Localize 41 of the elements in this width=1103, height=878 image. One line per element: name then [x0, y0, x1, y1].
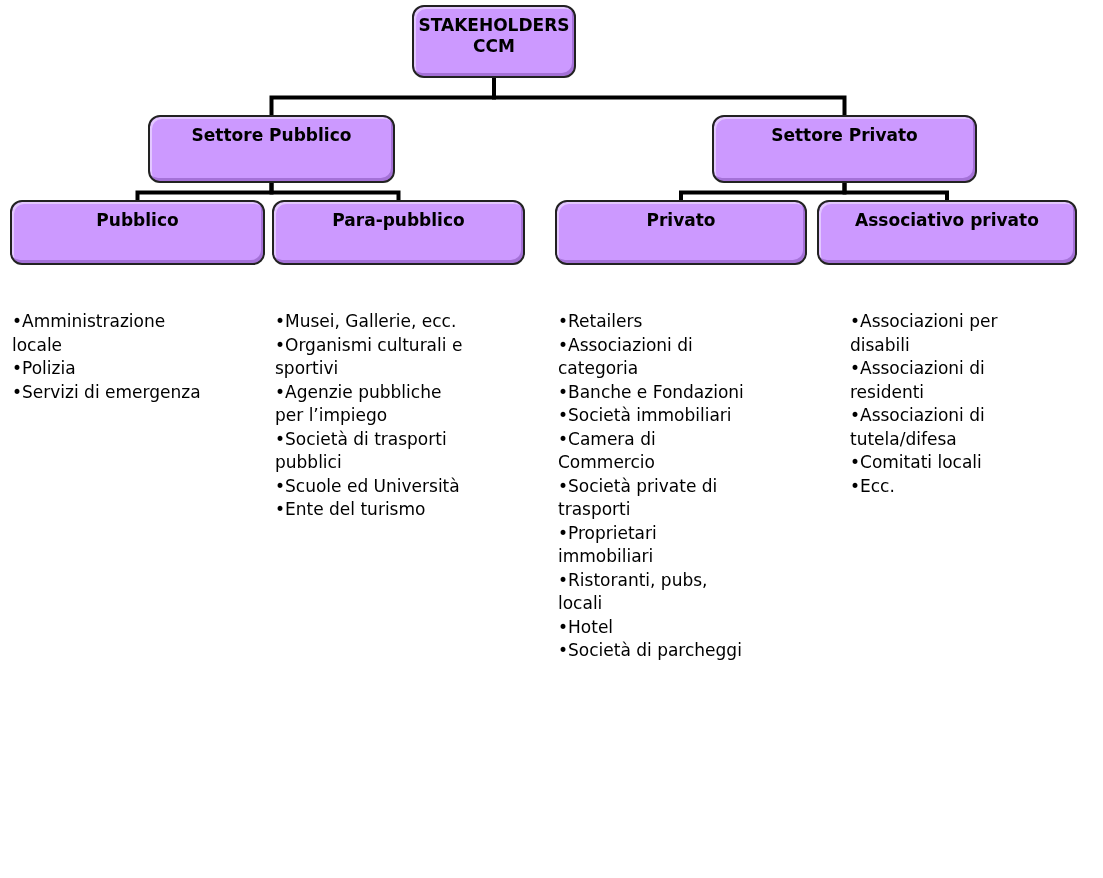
connector-line: [269, 183, 401, 200]
box-title: Associativo privato: [854, 210, 1040, 232]
category-box: [712, 115, 977, 183]
bullet-item: •Hotel: [558, 615, 615, 639]
bullet-item: •Associazioni di categoria: [558, 333, 694, 380]
box-title: Settore Privato: [770, 125, 919, 147]
connector-line: [492, 78, 847, 115]
bullet-item: •Società di trasporti pubblici: [275, 427, 448, 474]
bullet-item: •Società di parcheggi: [558, 639, 743, 662]
bullet-item: •Amministrazione locale: [12, 310, 167, 357]
bullet-item: •Retailers: [558, 310, 644, 333]
box-title: STAKEHOLDERS CCM: [417, 15, 571, 58]
bullet-item: •Proprietari immobiliari: [558, 521, 658, 568]
bullet-item: •Ecc.: [850, 474, 896, 498]
category-box: [817, 200, 1077, 265]
bullet-item: •Polizia: [12, 357, 77, 380]
bullet-item: •Associazioni di tutela/difesa: [850, 404, 986, 451]
bullet-item: •Ristoranti, pubs, locali: [558, 568, 709, 615]
box-title: Privato: [645, 210, 717, 232]
category-box: [10, 200, 265, 265]
bullet-item: •Ente del turismo: [275, 498, 427, 521]
bullet-item: •Comitati locali: [850, 451, 983, 474]
bullet-item: •Organismi culturali e sportivi: [275, 333, 464, 380]
category-box: [272, 200, 525, 265]
bullet-item: •Società private di trasporti: [558, 474, 719, 521]
bullet-item: •Scuole ed Università: [275, 474, 461, 498]
bullet-item: •Musei, Gallerie, ecc.: [275, 310, 458, 333]
category-box: [412, 5, 576, 78]
box-title: Pubblico: [95, 210, 180, 232]
category-box: [555, 200, 807, 265]
category-box: [148, 115, 395, 183]
box-title: Settore Pubblico: [190, 125, 353, 147]
bullet-item: •Associazioni per disabili: [850, 310, 999, 357]
bullet-item: •Associazioni di residenti: [850, 357, 986, 404]
connector-line: [842, 183, 949, 200]
box-title: Para-pubblico: [331, 210, 466, 232]
bullet-item: •Banche e Fondazioni: [558, 380, 745, 404]
bullet-item: •Agenzie pubbliche per l’impiego: [275, 380, 443, 427]
bullet-item: •Società immobiliari: [558, 404, 733, 427]
bullet-item: •Servizi di emergenza: [12, 380, 202, 404]
bullet-item: •Camera di Commercio: [558, 427, 657, 474]
